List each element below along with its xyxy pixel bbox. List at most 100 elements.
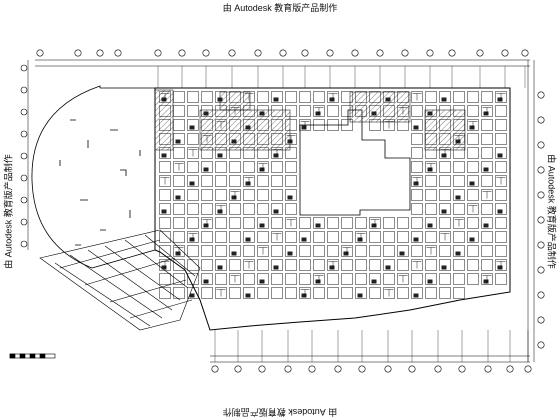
equipment-block: [259, 223, 265, 228]
bay-cell: [411, 133, 423, 145]
bay-cell: [187, 119, 199, 131]
equipment-block: [217, 153, 223, 158]
equipment-block: [427, 167, 433, 172]
bay-cell: [341, 217, 353, 229]
equipment-block: [301, 125, 307, 130]
bay-cell: [439, 119, 451, 131]
bay-cell: [243, 273, 255, 285]
bay-cell: [243, 245, 255, 257]
equipment-block: [385, 97, 391, 102]
bay-cell: [257, 231, 269, 243]
equipment-block: [371, 111, 377, 116]
equipment-block: [273, 209, 279, 214]
bay-cell: [257, 287, 269, 299]
bay-cell: [285, 245, 297, 257]
bay-cell: [425, 273, 437, 285]
equipment-block: [259, 111, 265, 116]
bay-cell: [411, 273, 423, 285]
beam-mark: [272, 149, 282, 157]
beam-mark: [412, 177, 422, 185]
bay-cell: [383, 105, 395, 117]
grid-bubble-top: [279, 49, 287, 57]
bay-cell: [215, 287, 227, 299]
bay-cell: [467, 105, 479, 117]
bay-cell: [467, 147, 479, 159]
equipment-block: [357, 293, 363, 298]
equipment-block: [189, 237, 195, 242]
beam-mark: [300, 121, 310, 129]
bay-cell: [341, 231, 353, 243]
beam-mark: [468, 121, 478, 129]
bay-cell: [271, 147, 283, 159]
bay-cell: [187, 133, 199, 145]
equipment-block: [287, 139, 293, 144]
bay-cell: [271, 287, 283, 299]
equipment-block: [427, 223, 433, 228]
bay-cell: [313, 105, 325, 117]
bay-cell: [257, 245, 269, 257]
left-round-atrium: [31, 85, 156, 269]
bay-cell: [439, 259, 451, 271]
bay-cell: [243, 189, 255, 201]
beam-mark: [244, 261, 254, 269]
bay-cell: [383, 231, 395, 243]
equipment-block: [189, 125, 195, 130]
equipment-block: [413, 181, 419, 186]
bay-cell: [383, 287, 395, 299]
bay-cell: [453, 245, 465, 257]
bay-cell: [341, 91, 353, 103]
bay-cell: [355, 231, 367, 243]
bay-cell: [257, 217, 269, 229]
bay-cell: [495, 245, 507, 257]
equipment-block: [441, 153, 447, 158]
bay-cell: [411, 231, 423, 243]
bay-cell: [215, 273, 227, 285]
bay-cell: [173, 133, 185, 145]
bay-cell: [257, 105, 269, 117]
bay-cell: [271, 217, 283, 229]
bay-cell: [411, 147, 423, 159]
bay-cell: [159, 217, 171, 229]
bay-cell: [411, 217, 423, 229]
bay-cell: [215, 217, 227, 229]
bay-cell: [355, 259, 367, 271]
beam-mark: [314, 107, 324, 115]
bay-cell: [285, 287, 297, 299]
bay-cell: [257, 203, 269, 215]
grid-bubble-bottom: [234, 365, 242, 373]
grid-bubble-right: [537, 166, 545, 174]
equipment-block: [483, 111, 489, 116]
bay-cell: [229, 203, 241, 215]
equipment-block: [175, 251, 181, 256]
grid-bubble-bottom: [434, 365, 442, 373]
bay-cell: [425, 189, 437, 201]
grid-bubble-bottom: [308, 365, 316, 373]
bay-cell: [397, 91, 409, 103]
bay-cell: [481, 161, 493, 173]
bay-cell: [481, 259, 493, 271]
bay-cell: [467, 175, 479, 187]
beam-mark: [398, 107, 408, 115]
bay-cell: [215, 147, 227, 159]
bay-cell: [201, 203, 213, 215]
bay-cell: [355, 105, 367, 117]
bay-cell: [355, 217, 367, 229]
equipment-block: [161, 265, 167, 270]
bay-cell: [257, 273, 269, 285]
bay-cell: [313, 231, 325, 243]
bay-cell: [495, 231, 507, 243]
grid-bubble-top: [202, 49, 210, 57]
bay-cell: [215, 231, 227, 243]
bay-cell: [425, 287, 437, 299]
bay-cell: [467, 119, 479, 131]
equipment-block: [455, 251, 461, 256]
bay-cell: [229, 133, 241, 145]
equipment-block: [189, 181, 195, 186]
beam-mark: [286, 135, 296, 143]
bay-cell: [215, 189, 227, 201]
bay-cell: [439, 203, 451, 215]
beam-mark: [160, 261, 170, 269]
bay-cell: [369, 259, 381, 271]
structural-bays: [159, 91, 507, 299]
bay-cell: [201, 147, 213, 159]
